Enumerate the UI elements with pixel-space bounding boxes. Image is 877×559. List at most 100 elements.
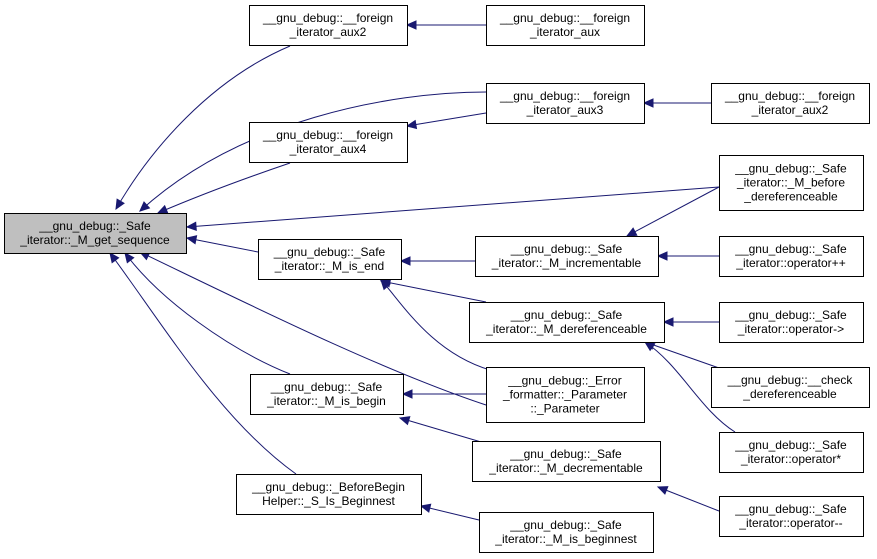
edge-line	[139, 91, 487, 212]
node-label-line: _iterator_aux2	[751, 103, 829, 117]
edge-fia3-to-root	[139, 91, 487, 212]
node-label-line: __gnu_debug::_Safe	[734, 308, 847, 322]
node-label-line: _formatter::_Parameter	[502, 388, 627, 402]
node-box	[486, 83, 645, 124]
edge-err_param-to-is_end	[380, 279, 491, 371]
arrow-head	[156, 204, 169, 214]
arrow-head	[380, 279, 391, 291]
node-box	[472, 441, 661, 482]
edge-fia2_left-to-root	[115, 45, 291, 211]
node-box	[486, 367, 645, 423]
node-fia2_right[interactable]: __gnu_debug::__foreign_iterator_aux2	[711, 83, 870, 124]
edge-line	[626, 186, 720, 237]
node-fia4[interactable]: __gnu_debug::__foreign_iterator_aux4	[249, 122, 408, 163]
node-box	[258, 239, 402, 280]
edge-is_beginnest-to-before_begin	[419, 503, 480, 521]
node-label-line: _iterator::_M_is_begin	[266, 394, 386, 408]
node-label-line: __gnu_debug::__foreign	[262, 128, 393, 142]
node-before_begin[interactable]: __gnu_debug::_BeforeBeginHelper::_S_Is_B…	[236, 474, 422, 515]
edge-line	[115, 45, 291, 210]
node-op_arrow[interactable]: __gnu_debug::_Safe_iterator::operator->	[719, 302, 864, 343]
edge-line	[157, 162, 291, 214]
arrow-head	[625, 227, 638, 237]
arrow-head	[656, 486, 669, 495]
node-box	[250, 374, 404, 415]
node-label-line: __gnu_debug::__foreign	[499, 11, 630, 25]
edge-line	[380, 280, 487, 303]
node-label-line: _iterator::_M_before	[736, 176, 845, 190]
node-is_beginnest[interactable]: __gnu_debug::_Safe_iterator::_M_is_begin…	[479, 512, 654, 553]
node-box	[711, 367, 870, 408]
node-label-line: _iterator::_M_is_beginnest	[494, 532, 637, 546]
arrow-head	[115, 198, 125, 211]
edges-layer	[109, 20, 736, 521]
node-op_star[interactable]: __gnu_debug::_Safe_iterator::operator*	[719, 432, 864, 473]
edge-line	[657, 486, 720, 512]
edge-line	[644, 341, 720, 369]
edge-incrementable-to-is_end	[399, 256, 475, 266]
arrow-head	[124, 252, 135, 264]
edge-line	[186, 186, 720, 228]
node-box	[249, 122, 408, 163]
node-is_end[interactable]: __gnu_debug::_Safe_iterator::_M_is_end	[258, 239, 402, 280]
edge-line	[406, 112, 487, 127]
node-box	[249, 5, 408, 46]
edge-line	[124, 252, 291, 375]
node-label-line: _iterator::_M_incrementable	[491, 256, 642, 270]
node-label-line: _iterator::_M_decrementable	[488, 461, 643, 475]
arrow-head	[405, 20, 417, 30]
node-label-line: _iterator::operator->	[737, 322, 844, 336]
node-err_param[interactable]: __gnu_debug::_Error_formatter::_Paramete…	[486, 367, 645, 423]
node-root[interactable]: __gnu_debug::_Safe_iterator::_M_get_sequ…	[4, 213, 187, 254]
arrow-head	[139, 201, 151, 212]
node-box	[236, 474, 422, 515]
node-box	[469, 302, 665, 343]
node-fia3[interactable]: __gnu_debug::__foreign_iterator_aux3	[486, 83, 645, 124]
node-label-line: __gnu_debug::_Safe	[734, 502, 847, 516]
node-incrementable[interactable]: __gnu_debug::_Safe_iterator::_M_incremen…	[475, 236, 659, 277]
edge-op_minusminus-to-decrementable	[656, 486, 720, 512]
node-box	[486, 5, 645, 46]
edge-fia3-to-fia4	[405, 112, 487, 130]
node-label-line: _iterator::operator*	[740, 452, 841, 466]
arrow-head	[405, 119, 418, 130]
node-dereferenceable[interactable]: __gnu_debug::_Safe_iterator::_M_derefere…	[469, 302, 665, 343]
node-decrementable[interactable]: __gnu_debug::_Safe_iterator::_M_decremen…	[472, 441, 661, 482]
node-label-line: __gnu_debug::_Safe	[509, 518, 622, 532]
node-label-line: ::_Parameter	[530, 402, 599, 416]
node-label-line: __gnu_debug::__check	[727, 373, 854, 387]
node-label-line: __gnu_debug::_Safe	[273, 245, 386, 259]
arrow-head	[642, 98, 654, 108]
node-label-line: __gnu_debug::__foreign	[724, 89, 855, 103]
node-fia2_left[interactable]: __gnu_debug::__foreign_iterator_aux2	[249, 5, 408, 46]
node-fia[interactable]: __gnu_debug::__foreign_iterator_aux	[486, 5, 645, 46]
node-label-line: _iterator_aux2	[289, 25, 367, 39]
edge-before_begin-to-root	[109, 252, 297, 475]
node-box	[475, 236, 659, 277]
node-label-line: Helper::_S_Is_Beginnest	[262, 494, 395, 508]
node-op_minusminus[interactable]: __gnu_debug::_Safe_iterator::operator--	[719, 496, 864, 537]
node-before_deref[interactable]: __gnu_debug::_Safe_iterator::_M_before_d…	[719, 155, 864, 211]
arrow-head	[398, 416, 411, 426]
node-check_deref[interactable]: __gnu_debug::__check_dereferenceable	[711, 367, 870, 408]
node-op_plusplus[interactable]: __gnu_debug::_Safe_iterator::operator++	[719, 236, 864, 277]
node-label-line: __gnu_debug::_Safe	[734, 242, 847, 256]
node-label-line: __gnu_debug::__foreign	[499, 89, 630, 103]
node-label-line: __gnu_debug::_BeforeBegin	[251, 480, 405, 494]
edge-line	[109, 252, 297, 475]
arrow-head	[662, 317, 674, 327]
node-box	[711, 83, 870, 124]
arrow-head	[401, 389, 413, 399]
node-label-line: _dereferenceable	[742, 387, 837, 401]
node-box	[719, 496, 864, 537]
node-label-line: __gnu_debug::_Safe	[270, 380, 383, 394]
edge-is_begin-to-root	[124, 252, 291, 375]
node-label-line: _iterator::_M_is_end	[274, 259, 384, 273]
edge-fia4-to-root	[156, 162, 291, 214]
node-is_begin[interactable]: __gnu_debug::_Safe_iterator::_M_is_begin	[250, 374, 404, 415]
node-label-line: __gnu_debug::_Error	[507, 374, 621, 388]
arrow-head	[419, 503, 432, 513]
arrow-head	[399, 256, 411, 266]
node-label-line: __gnu_debug::__foreign	[262, 11, 393, 25]
